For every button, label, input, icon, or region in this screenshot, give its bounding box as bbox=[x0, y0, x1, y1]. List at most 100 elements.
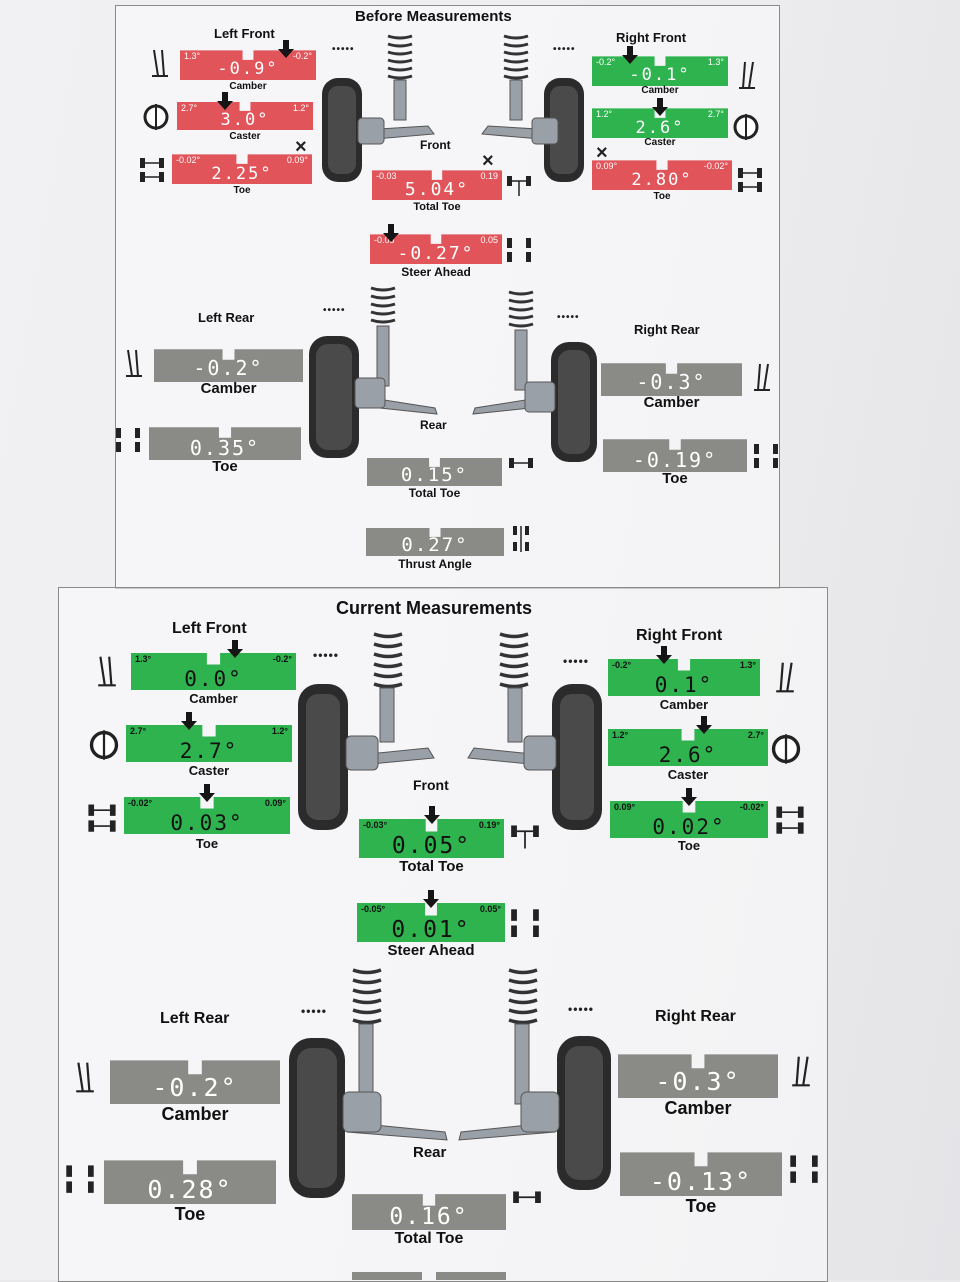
front-suspension-illustration bbox=[298, 632, 602, 830]
caster-label: Caster bbox=[229, 131, 261, 142]
camber-label: Camber bbox=[161, 1104, 229, 1124]
gauge-min-label: -0.2° bbox=[612, 659, 632, 670]
current-left-front-title: Left Front bbox=[172, 620, 247, 637]
current-front-total-toe-gauge: -0.03° 0.19° 0.05° Total Toe bbox=[359, 806, 504, 875]
total-toe-value: 5.04° bbox=[404, 179, 470, 200]
camber-label: Camber bbox=[659, 697, 709, 712]
before-left-rear-toe-gauge: 0.35° Toe bbox=[149, 418, 301, 475]
toe-label: Toe bbox=[685, 1196, 717, 1216]
total-toe-value: 0.15° bbox=[400, 464, 469, 486]
gauge-max-label: 2.7° bbox=[707, 109, 724, 120]
current-front-axle-label: Front bbox=[413, 777, 449, 793]
caster-value: 2.6° bbox=[658, 743, 718, 767]
gauge-min-label: -0.03 bbox=[376, 171, 397, 182]
before-rear-dots-right: ••••• bbox=[557, 312, 580, 323]
current-rear-dots-right: ••••• bbox=[568, 1002, 595, 1016]
before-right-rear-title: Right Rear bbox=[634, 322, 700, 337]
caster-value: 2.6° bbox=[635, 118, 685, 138]
gauge-max-label: 1.3° bbox=[739, 659, 756, 670]
gauge-min-label: 2.7° bbox=[130, 725, 147, 736]
caster-label: Caster bbox=[644, 137, 676, 148]
arrow-down-icon bbox=[278, 39, 295, 58]
before-right-rear-toe-gauge: -0.19° Toe bbox=[603, 430, 747, 487]
caster-icon bbox=[89, 730, 119, 760]
current-front-dots-right: ••••• bbox=[563, 654, 590, 668]
gauge-min-label: -0.05° bbox=[361, 904, 386, 914]
gauge-min-label: -0.03° bbox=[363, 820, 388, 830]
current-front-dots-left: ••••• bbox=[313, 648, 340, 662]
arrow-down-icon bbox=[181, 712, 198, 731]
gauge-max-label: 0.09° bbox=[286, 155, 308, 166]
thrust-angle-label: Thrust Angle bbox=[398, 557, 472, 571]
total-toe-label: Total Toe bbox=[408, 486, 461, 500]
before-left-front-toe-gauge: -0.02° 0.09° 2.25° Toe bbox=[172, 146, 312, 196]
gauge-min-label: 2.7° bbox=[181, 102, 198, 113]
toe-icon bbox=[738, 168, 762, 192]
before-front-axle-label: Front bbox=[420, 138, 451, 152]
toe-label: Toe bbox=[212, 458, 238, 475]
steer-ahead-label: Steer Ahead bbox=[387, 942, 475, 959]
caster-value: 2.7° bbox=[179, 739, 239, 763]
toe-label: Toe bbox=[677, 838, 701, 853]
before-title: Before Measurements bbox=[355, 8, 512, 25]
gauge-min-label: -0.2° bbox=[596, 57, 616, 68]
before-front-dots-left: ••••• bbox=[332, 44, 355, 55]
current-title: Current Measurements bbox=[336, 598, 533, 618]
arrow-down-icon bbox=[652, 97, 668, 116]
arrow-down-icon bbox=[622, 45, 639, 64]
before-right-front-camber-gauge: -0.2° 1.3° -0.1° Camber bbox=[592, 45, 728, 96]
before-left-front-caster-gauge: 2.7° 1.2° 3.0° Caster bbox=[177, 91, 313, 142]
steer-ahead-label: Steer Ahead bbox=[401, 265, 471, 279]
camber-icon bbox=[98, 656, 116, 687]
arrow-down-icon bbox=[423, 806, 440, 824]
gauge-max-label: 0.05 bbox=[480, 235, 498, 246]
before-left-front-title: Left Front bbox=[214, 26, 275, 41]
before-thrust-angle-gauge: 0.27° Thrust Angle bbox=[366, 520, 504, 571]
toe-icon bbox=[790, 1155, 818, 1183]
caster-icon bbox=[143, 104, 169, 130]
gauge-max-label: 0.19° bbox=[478, 820, 500, 830]
before-left-toe-x-mark: × bbox=[295, 136, 307, 158]
current-steer-ahead-gauge: -0.05° 0.05° 0.01° Steer Ahead bbox=[357, 890, 505, 959]
camber-label: Camber bbox=[643, 394, 700, 411]
before-total-toe-x-mark: × bbox=[482, 150, 494, 172]
camber-value: -0.2° bbox=[152, 1073, 238, 1102]
before-right-front-title: Right Front bbox=[616, 30, 687, 45]
total-toe-label: Total Toe bbox=[399, 858, 464, 875]
camber-icon bbox=[776, 662, 794, 693]
before-right-rear-camber-gauge: -0.3° Camber bbox=[601, 354, 742, 411]
gauge-min-label: -0.02° bbox=[176, 155, 201, 166]
total-toe-icon bbox=[507, 176, 531, 196]
gauge-max-label: 0.05° bbox=[479, 904, 501, 914]
before-front-total-toe-gauge: -0.03 0.19 5.04° Total Toe bbox=[372, 162, 502, 213]
gauge-max-label: -0.02° bbox=[703, 161, 728, 172]
current-right-front-toe-gauge: 0.09° -0.02° 0.02° Toe bbox=[610, 788, 768, 853]
camber-value: 0.1° bbox=[654, 673, 714, 697]
gauge-min-label: 0.09° bbox=[596, 161, 618, 172]
thrust-angle-value: 0.27° bbox=[401, 534, 469, 556]
caster-value: 3.0° bbox=[220, 110, 270, 130]
before-front-dots-right: ••••• bbox=[553, 44, 576, 55]
camber-icon bbox=[152, 49, 168, 77]
before-rear-dots-left: ••••• bbox=[323, 305, 346, 316]
toe-value: 0.28° bbox=[147, 1175, 233, 1204]
rear-suspension-illustration bbox=[309, 286, 597, 462]
current-rear-dots-left: ••••• bbox=[301, 1004, 328, 1018]
toe-label: Toe bbox=[233, 185, 251, 196]
camber-icon bbox=[754, 363, 770, 391]
camber-label: Camber bbox=[200, 380, 257, 397]
gauge-max-label: 1.2° bbox=[292, 102, 309, 113]
camber-label: Camber bbox=[664, 1098, 732, 1118]
before-steer-ahead-gauge: -0.05 0.05 -0.27° Steer Ahead bbox=[370, 223, 502, 279]
arrow-down-icon bbox=[199, 784, 215, 803]
gauge-max-label: -0.2° bbox=[292, 51, 312, 62]
toe-icon bbox=[140, 158, 164, 182]
steer-ahead-value: 0.01° bbox=[391, 917, 471, 943]
toe-icon bbox=[88, 804, 116, 832]
gauge-max-label: 1.2° bbox=[271, 725, 288, 736]
camber-value: -0.3° bbox=[655, 1067, 741, 1096]
camber-label: Camber bbox=[641, 85, 679, 96]
steer-ahead-icon bbox=[507, 238, 531, 262]
thrust-angle-icon bbox=[513, 526, 529, 552]
